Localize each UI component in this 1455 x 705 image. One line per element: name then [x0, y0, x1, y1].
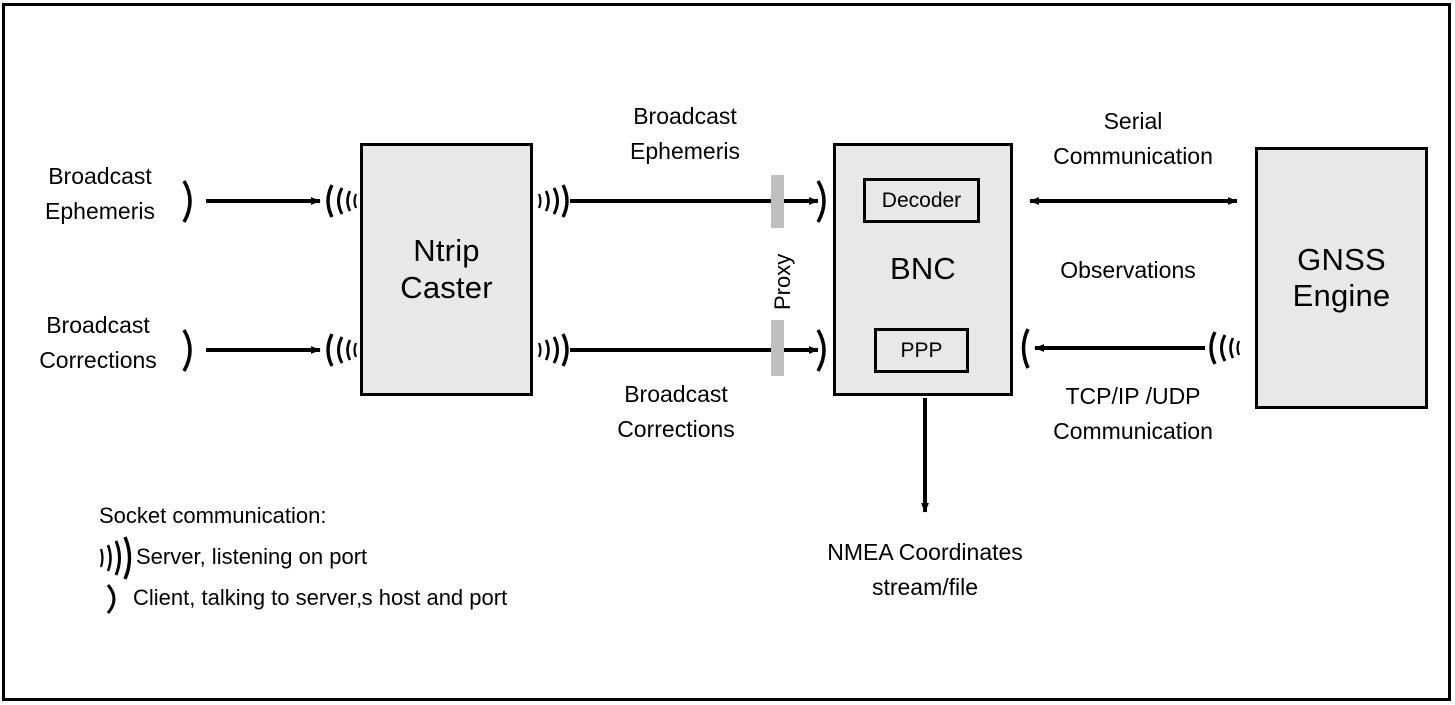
- node-decoder[interactable]: Decoder: [863, 178, 980, 223]
- decoder-label: Decoder: [881, 189, 962, 212]
- ppp-label: PPP: [900, 339, 943, 362]
- proxy-label: Proxy: [770, 253, 795, 310]
- proxy-bar-lower: [771, 320, 784, 376]
- node-ppp[interactable]: PPP: [874, 328, 969, 373]
- label-broadcast-ephemeris-input: Broadcast Ephemeris: [45, 163, 155, 224]
- label-serial-communication: Serial Communication: [1053, 108, 1213, 169]
- legend-title: Socket communication:: [99, 503, 327, 528]
- gnss-engine-label: GNSS Engine: [1292, 241, 1391, 313]
- label-nmea-output: NMEA Coordinates stream/file: [827, 539, 1023, 600]
- bnc-label: BNC: [889, 251, 957, 287]
- label-broadcast-ephemeris-mid: Broadcast Ephemeris: [630, 103, 740, 164]
- node-ntrip-caster[interactable]: Ntrip Caster: [360, 143, 533, 396]
- label-observations: Observations: [1060, 257, 1196, 283]
- proxy-bar-upper: [771, 175, 784, 228]
- node-gnss-engine[interactable]: GNSS Engine: [1255, 147, 1428, 409]
- label-broadcast-corrections-input: Broadcast Corrections: [39, 312, 157, 373]
- label-broadcast-corrections-mid: Broadcast Corrections: [617, 381, 735, 442]
- legend-item-server-text: Server, listening on port: [136, 544, 368, 569]
- label-tcpip-udp-communication: TCP/IP /UDP Communication: [1053, 383, 1213, 444]
- diagram-outer-frame: [2, 3, 1451, 701]
- legend-item-client-text: Client, talking to server‚s host and por…: [133, 585, 508, 610]
- ntrip-caster-label: Ntrip Caster: [400, 233, 493, 305]
